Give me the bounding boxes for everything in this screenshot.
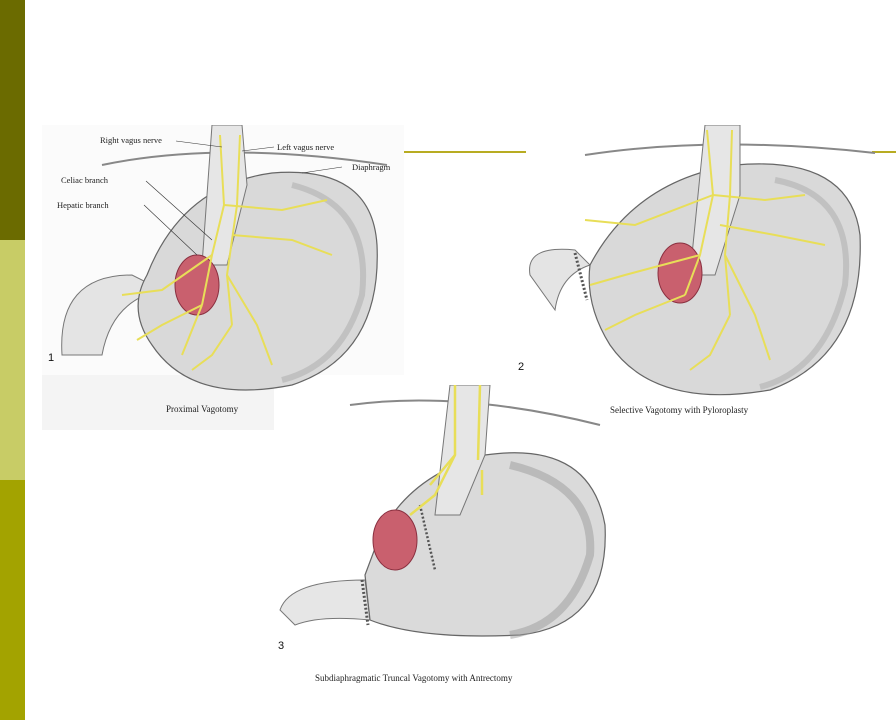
label-diaphragm: Diaphragm: [352, 162, 391, 172]
label-celiac-branch: Celiac branch: [61, 175, 108, 185]
label-left-vagus-nerve: Left vagus nerve: [277, 142, 335, 152]
accent-line-left: [404, 151, 526, 153]
figure-2-illustration: [529, 125, 876, 396]
sidebar-band-top: [0, 0, 25, 240]
figure-1-caption: Proximal Vagotomy: [166, 404, 239, 414]
figure-3-illustration: [279, 385, 606, 639]
accent-line-right: [872, 151, 896, 153]
figure-2-caption: Selective Vagotomy with Pyloroplasty: [610, 405, 749, 415]
nerve-branches: [121, 134, 333, 371]
figure-3-caption: Subdiaphragmatic Truncal Vagotomy with A…: [315, 673, 513, 683]
figure-3-number: 3: [278, 640, 285, 652]
label-hepatic-branch: Hepatic branch: [57, 200, 109, 210]
figure-1-number: 1: [48, 352, 55, 364]
figure-1-illustration: [42, 125, 404, 430]
sidebar-band-bottom: [0, 480, 25, 720]
label-right-vagus-nerve: Right vagus nerve: [100, 135, 162, 145]
figure-3-panel: 3 Subdiaphragmatic Truncal Vagotomy with…: [270, 385, 620, 685]
sidebar-band-middle: [0, 240, 25, 480]
figure-2-panel: 2 Selective Vagotomy with Pyloroplasty: [515, 125, 885, 430]
figure-2-number: 2: [518, 361, 525, 373]
sidebar-bar: [0, 0, 25, 720]
figure-1-panel: Right vagus nerve Left vagus nerve Diaph…: [42, 125, 404, 430]
